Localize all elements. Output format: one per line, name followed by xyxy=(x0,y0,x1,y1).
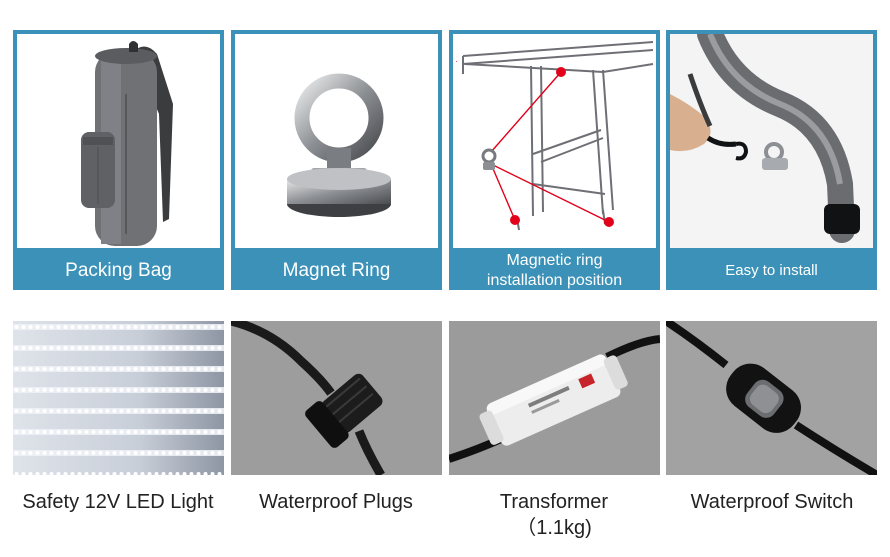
installation-position-card: · Magnetic ring installation position xyxy=(449,30,660,290)
packing-bag-card: Packing Bag xyxy=(13,30,224,290)
waterproof-switch-image xyxy=(666,321,877,475)
waterproof-plugs-label: Waterproof Plugs xyxy=(259,491,413,513)
svg-text:·: · xyxy=(455,57,458,66)
packing-bag-photo xyxy=(17,34,220,248)
magnet-ring-caption: Magnet Ring xyxy=(282,260,391,281)
transformer-photo xyxy=(449,321,660,475)
table-frame-diagram: · xyxy=(455,41,654,231)
transformer-weight: （1.1kg) xyxy=(516,517,592,539)
packing-bag-caption: Packing Bag xyxy=(65,260,172,281)
installation-caption-line1: Magnetic ring xyxy=(506,252,603,269)
waterproof-plug-image xyxy=(231,321,442,475)
transformer-image xyxy=(449,321,660,475)
easy-install-caption: Easy to install xyxy=(725,262,818,279)
waterproof-switch-label: Waterproof Switch xyxy=(690,491,854,513)
hand-hook-image xyxy=(670,34,873,248)
waterproof-switch-photo xyxy=(666,321,877,475)
led-light-label: Safety 12V LED Light xyxy=(22,491,214,513)
transformer-label: Transformer （1.1kg) xyxy=(441,489,667,541)
installation-position-caption: Magnetic ring installation position xyxy=(449,252,660,290)
led-strips-image xyxy=(13,321,224,475)
easy-install-photo xyxy=(670,34,873,248)
transformer-label-line1: Transformer xyxy=(499,491,609,513)
magnet-ring-photo xyxy=(235,34,438,248)
waterproof-plug-photo xyxy=(231,321,442,475)
magnet-ring-image xyxy=(287,73,391,217)
magnet-ring-card: Magnet Ring xyxy=(231,30,442,290)
installation-caption-line2: installation position xyxy=(486,272,623,289)
led-light-photo xyxy=(13,321,224,475)
installation-diagram: · xyxy=(453,34,656,248)
easy-install-card: Easy to install xyxy=(666,30,877,290)
packing-bag-image xyxy=(81,41,173,246)
